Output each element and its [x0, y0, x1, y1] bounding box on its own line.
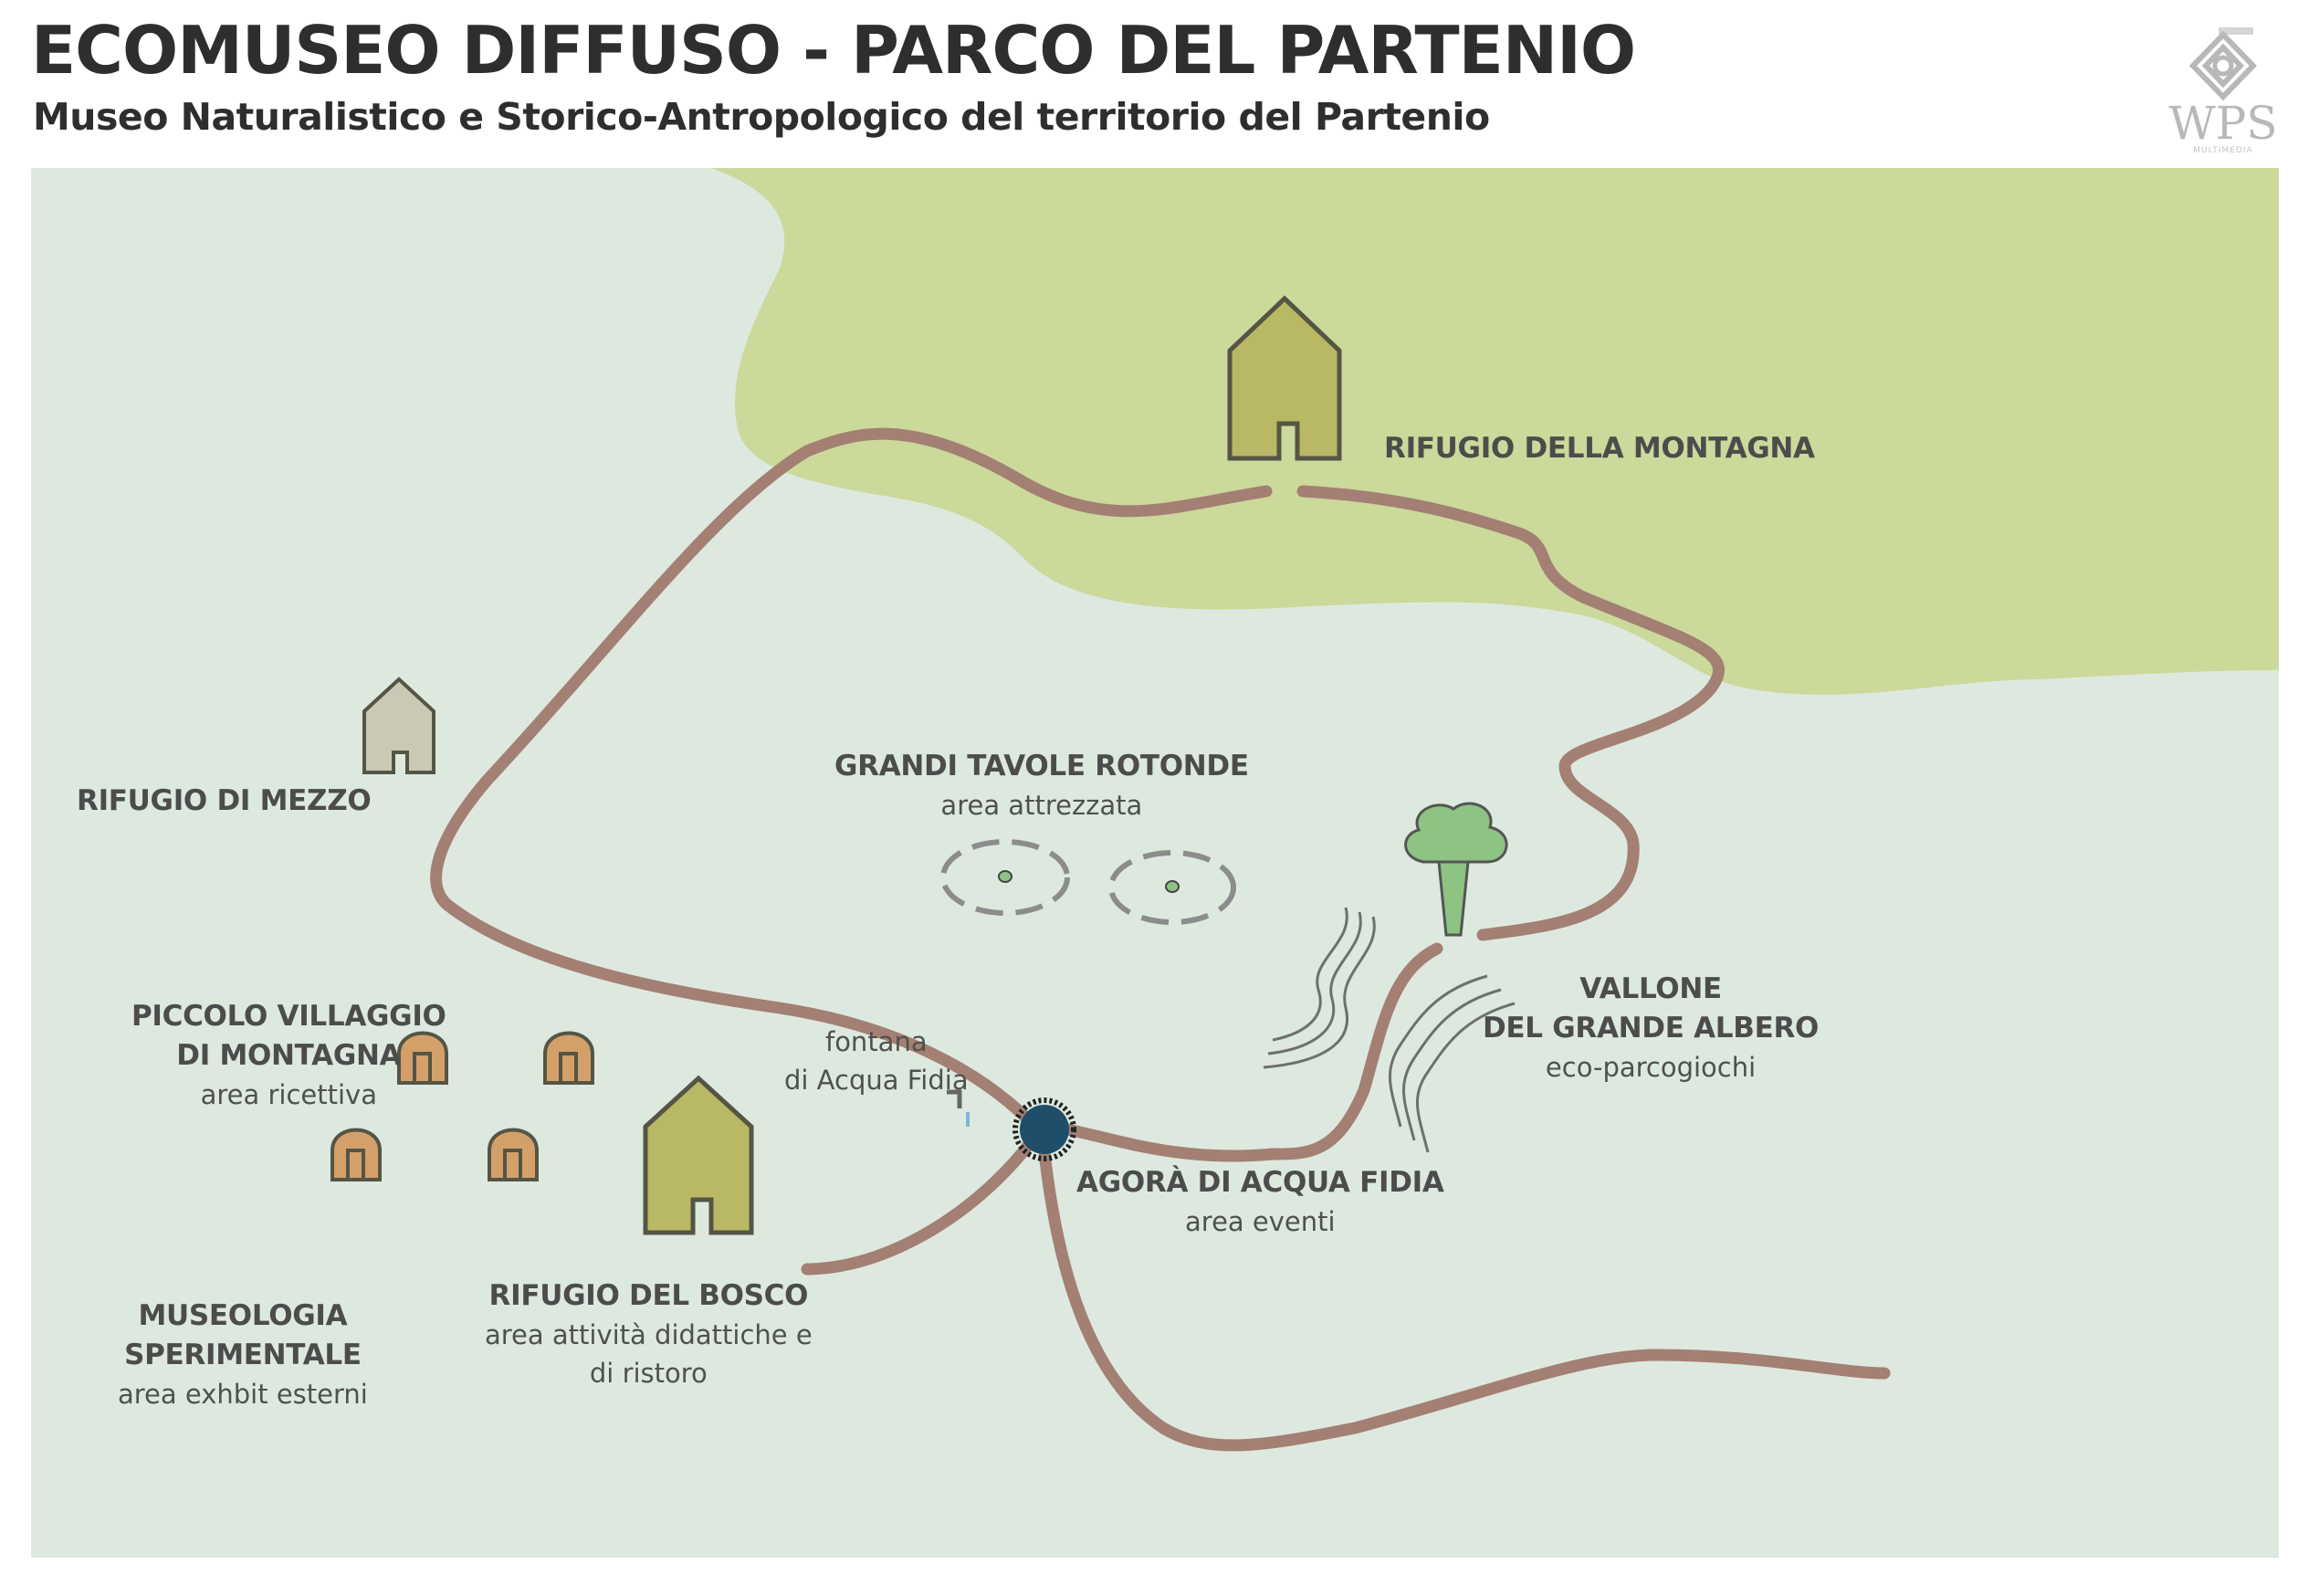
label-vallone: VALLONE DEL GRANDE ALBERO eco-parcogioch…: [1483, 972, 1820, 1083]
wps-logo: WPS MULTIMEDIA: [2164, 27, 2282, 155]
page-title: ECOMUSEO DIFFUSO - PARCO DEL PARTENIO: [31, 12, 1636, 89]
round-table-icon-1[interactable]: [940, 839, 1070, 916]
label-fontana: fontana di Acqua Fidia: [784, 1026, 969, 1096]
mountain-area: [711, 168, 2279, 695]
trail-upper-loop: [430, 427, 1273, 1129]
trail-vallone: [1047, 942, 1443, 1162]
hut-icon-4[interactable]: [488, 1128, 539, 1181]
park-map: RIFUGIO DELLA MONTAGNA RIFUGIO DI MEZZO …: [31, 168, 2279, 1558]
rifugio-bosco-house-icon[interactable]: [643, 1075, 754, 1235]
map-canvas: [330, 168, 2279, 1452]
trail-network: [430, 427, 1891, 1452]
logo-tagline: MULTIMEDIA: [2193, 146, 2252, 155]
hut-icon-1[interactable]: [397, 1031, 448, 1085]
label-museologia: MUSEOLOGIA SPERIMENTALE area exhbit este…: [118, 1299, 368, 1410]
rifugio-montagna-house-icon[interactable]: [1227, 295, 1342, 461]
hut-icon-3[interactable]: [330, 1128, 382, 1181]
label-piccolo-villaggio: PICCOLO VILLAGGIO DI MONTAGNA area ricet…: [131, 1000, 446, 1110]
logo-text: WPS: [2168, 97, 2277, 150]
trail-bosco: [801, 1129, 1042, 1276]
fountain-icon[interactable]: [947, 1089, 970, 1127]
rifugio-mezzo-house-icon[interactable]: [362, 677, 435, 774]
label-agora: AGORÀ DI ACQUA FIDIA area eventi: [1076, 1166, 1444, 1237]
tree-icon[interactable]: [1404, 802, 1508, 937]
label-rifugio-mezzo: RIFUGIO DI MEZZO: [77, 784, 372, 817]
agora-icon[interactable]: [1012, 1097, 1076, 1161]
trail-south: [1036, 1129, 1891, 1452]
label-rifugio-montagna: RIFUGIO DELLA MONTAGNA: [1384, 432, 1815, 465]
round-table-icon-2[interactable]: [1108, 850, 1236, 925]
hut-icon-2[interactable]: [543, 1031, 594, 1085]
label-tavole-rotonde: GRANDI TAVOLE ROTONDE area attrezzata: [834, 750, 1249, 821]
logo-mark-icon: WPS MULTIMEDIA: [2168, 27, 2278, 155]
page-subtitle: Museo Naturalistico e Storico-Antropolog…: [33, 95, 1490, 139]
label-rifugio-bosco: RIFUGIO DEL BOSCO area attività didattic…: [485, 1279, 813, 1389]
trail-montagna-east: [1296, 485, 1725, 941]
wind-lines: [1263, 907, 1516, 1153]
